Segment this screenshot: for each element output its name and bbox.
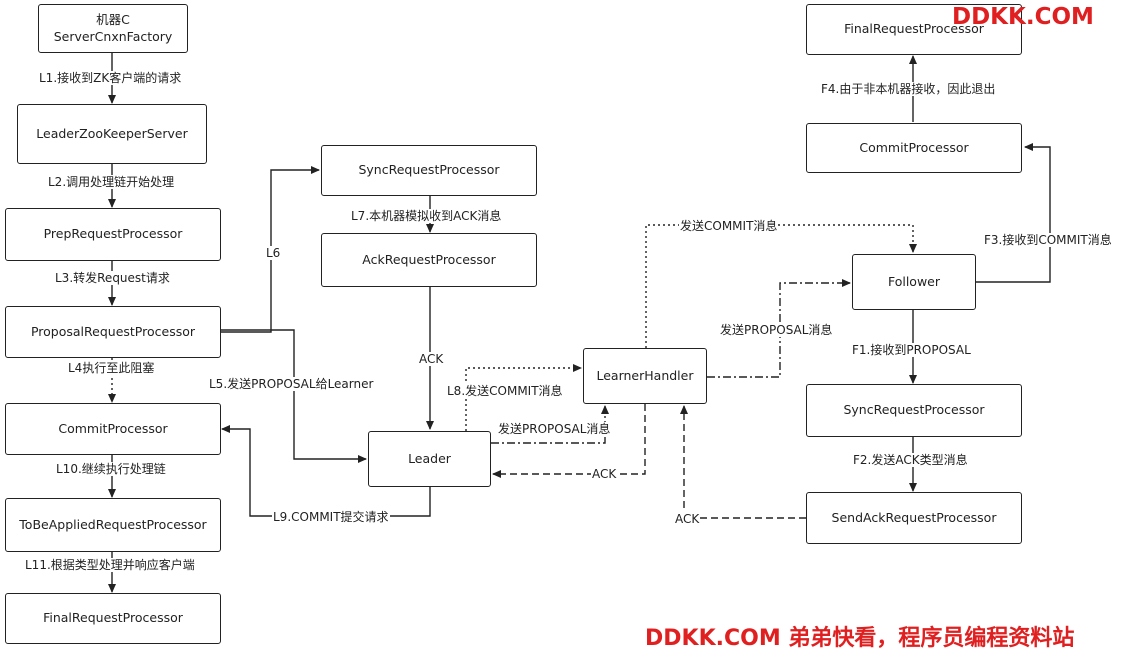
- node-commit-processor-left: CommitProcessor: [5, 403, 221, 455]
- edge-label-f4: F4.由于非本机器接收，因此退出: [820, 82, 997, 96]
- node-sync-request-processor-right: SyncRequestProcessor: [806, 384, 1022, 437]
- edge-label-send-commit-follower: 发送COMMIT消息: [679, 219, 779, 233]
- node-final-request-processor-right: FinalRequestProcessor: [806, 4, 1022, 55]
- edge-label-ack-mid: ACK: [418, 352, 445, 366]
- node-label: SyncRequestProcessor: [843, 402, 985, 418]
- edge-label-send-proposal-follower: 发送PROPOSAL消息: [719, 323, 834, 337]
- node-proposal-request-processor: ProposalRequestProcessor: [5, 306, 221, 358]
- watermark-bottom: DDKK.COM 弟弟快看，程序员编程资料站: [645, 626, 1075, 651]
- edge-label-send-proposal-leader: 发送PROPOSAL消息: [497, 422, 612, 436]
- edge-label-l7: L7.本机器模拟收到ACK消息: [350, 209, 503, 223]
- node-follower: Follower: [852, 254, 976, 310]
- node-label: FinalRequestProcessor: [43, 610, 183, 626]
- edge-proposal-to-learner: [491, 405, 609, 444]
- edge-label-l4: L4执行至此阻塞: [67, 361, 156, 375]
- node-send-ack-request-processor: SendAckRequestProcessor: [806, 492, 1022, 544]
- node-machine-c-server-cnxn-factory: 机器C ServerCnxnFactory: [38, 4, 188, 53]
- edge-label-l5: L5.发送PROPOSAL给Learner: [208, 377, 375, 391]
- edge-label-l2: L2.调用处理链开始处理: [47, 175, 176, 189]
- edge-label-l11: L11.根据类型处理并响应客户端: [24, 558, 196, 572]
- node-label: CommitProcessor: [859, 139, 969, 155]
- node-label: LearnerHandler: [596, 367, 694, 383]
- node-label: LeaderZooKeeperServer: [36, 125, 188, 141]
- node-final-request-processor-left: FinalRequestProcessor: [5, 593, 221, 644]
- edge-l5: [220, 329, 367, 463]
- edge-commit-to-follower: [645, 224, 917, 348]
- edge-label-l8: L8.发送COMMIT消息: [446, 384, 564, 398]
- edge-l9: [221, 425, 431, 517]
- edge-label-ack-to-learner: ACK: [674, 512, 701, 526]
- edge-label-f2: F2.发送ACK类型消息: [852, 453, 969, 467]
- node-label: PrepRequestProcessor: [43, 226, 183, 242]
- node-to-be-applied-request-processor: ToBeAppliedRequestProcessor: [5, 498, 221, 552]
- node-label: AckRequestProcessor: [362, 251, 496, 267]
- edge-f3: [976, 143, 1051, 283]
- node-leader: Leader: [368, 431, 491, 487]
- node-label: SyncRequestProcessor: [358, 162, 500, 178]
- node-label: FinalRequestProcessor: [844, 21, 984, 37]
- node-leader-zookeeper-server: LeaderZooKeeperServer: [17, 104, 207, 164]
- node-prep-request-processor: PrepRequestProcessor: [5, 208, 221, 261]
- edge-ack-to-leader: [492, 404, 646, 478]
- node-sync-request-processor-mid: SyncRequestProcessor: [321, 145, 537, 196]
- edge-label-l3: L3.转发Request请求: [54, 271, 171, 285]
- edge-label-l9: L9.COMMIT提交请求: [272, 510, 390, 524]
- node-label: Leader: [408, 450, 451, 466]
- edge-label-l1: L1.接收到ZK客户端的请求: [38, 71, 183, 85]
- node-ack-request-processor: AckRequestProcessor: [321, 233, 537, 287]
- edge-ack-to-learner: [680, 405, 806, 519]
- edge-label-l10: L10.继续执行处理链: [55, 462, 167, 476]
- node-label: CommitProcessor: [58, 420, 168, 436]
- edge-label-ack-to-leader: ACK: [591, 467, 618, 481]
- node-label: ProposalRequestProcessor: [30, 323, 196, 339]
- node-learner-handler: LearnerHandler: [583, 348, 707, 404]
- node-label: ToBeAppliedRequestProcessor: [19, 516, 207, 532]
- node-label: Follower: [887, 273, 941, 289]
- watermark-top: DDKK.COM: [952, 4, 1094, 30]
- edge-label-f3: F3.接收到COMMIT消息: [983, 233, 1113, 247]
- edge-label-l6: L6: [265, 246, 282, 260]
- node-label: 机器C ServerCnxnFactory: [53, 11, 173, 44]
- edge-label-f1: F1.接收到PROPOSAL: [851, 343, 972, 357]
- node-label: SendAckRequestProcessor: [831, 509, 997, 525]
- edge-l8: [465, 364, 582, 431]
- node-commit-processor-right: CommitProcessor: [806, 123, 1022, 173]
